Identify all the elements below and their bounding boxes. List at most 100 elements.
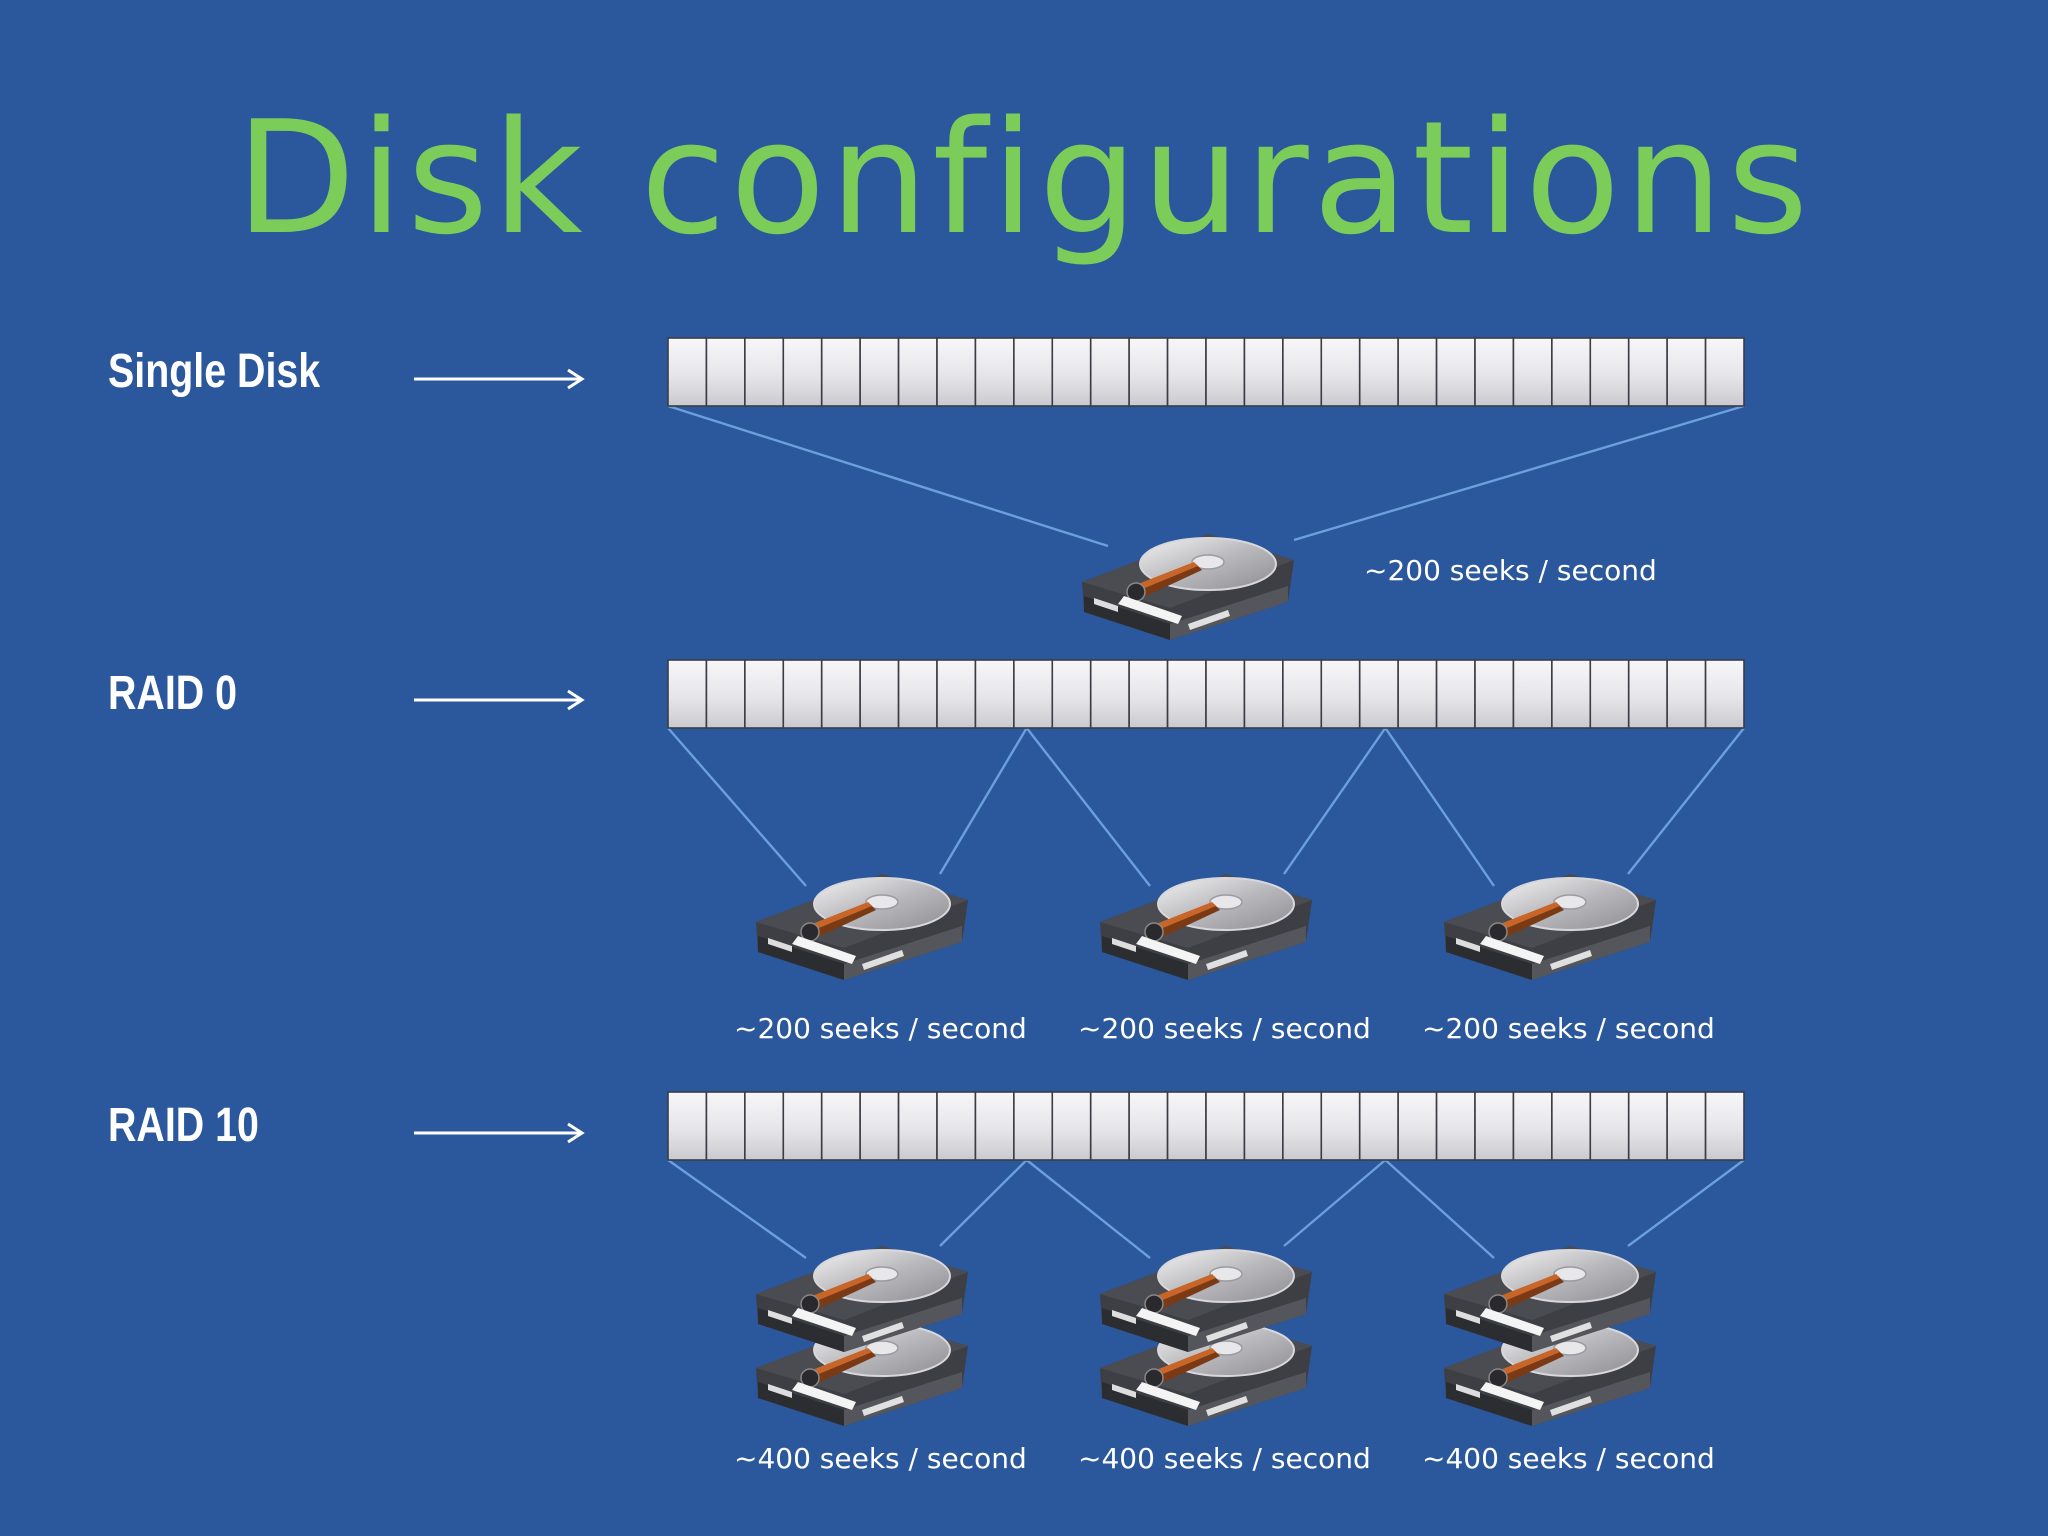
block-cell (1704, 1091, 1745, 1161)
hard-drive-icon (1081, 533, 1295, 641)
block-cell (820, 337, 861, 407)
drive-group-1-1 (1099, 873, 1313, 981)
block-cell (1474, 337, 1515, 407)
block-cell (897, 337, 938, 407)
block-cell (1474, 659, 1515, 729)
seek-label-raid10-pair-1: ~400 seeks / second (734, 1442, 1027, 1475)
connectors-2 (667, 1159, 1745, 1259)
block-cell (1512, 337, 1553, 407)
block-cell (1282, 337, 1323, 407)
block-cell (667, 659, 708, 729)
block-cell (1243, 659, 1284, 729)
block-cell (1666, 1091, 1707, 1161)
block-cell (897, 659, 938, 729)
block-cell (705, 659, 746, 729)
row-arrows (414, 368, 585, 1144)
block-cell (859, 659, 900, 729)
block-cell (1282, 659, 1323, 729)
row-label-single-disk: Single Disk (108, 345, 321, 398)
block-cell (1166, 1091, 1207, 1161)
slide-title: Disk configurations (235, 87, 1813, 269)
block-cell (1166, 659, 1207, 729)
block-cell (1320, 1091, 1361, 1161)
block-cell (1089, 1091, 1130, 1161)
hard-drive-icon (1099, 873, 1313, 981)
drive-group-2-1 (1099, 1245, 1313, 1427)
block-bars (667, 337, 1745, 1161)
block-cell (1512, 659, 1553, 729)
block-cell (1551, 337, 1592, 407)
block-cell (1704, 659, 1745, 729)
block-cell (820, 659, 861, 729)
block-cell (1205, 337, 1246, 407)
drive-group-1-2 (1443, 873, 1657, 981)
block-cell (1435, 1091, 1476, 1161)
block-cell (705, 337, 746, 407)
block-cell (1589, 1091, 1630, 1161)
block-cell (1282, 1091, 1323, 1161)
block-cell (782, 1091, 823, 1161)
block-cell (974, 337, 1015, 407)
block-cell (936, 337, 977, 407)
block-cell (820, 1091, 861, 1161)
block-cell (1205, 659, 1246, 729)
block-cell (1089, 337, 1130, 407)
row-label-raid-10: RAID 10 (108, 1099, 259, 1152)
block-cell (1243, 1091, 1284, 1161)
block-cell (1397, 337, 1438, 407)
drive-group-0-0 (1081, 533, 1295, 641)
block-cell (1166, 337, 1207, 407)
block-cell (936, 659, 977, 729)
block-cell (667, 337, 708, 407)
seek-label-raid0-disk-2: ~200 seeks / second (1078, 1012, 1371, 1045)
block-cell (1551, 1091, 1592, 1161)
connectors-0 (667, 404, 1745, 548)
block-cell (1589, 659, 1630, 729)
block-cell (1358, 1091, 1399, 1161)
connectors-1 (667, 727, 1745, 887)
block-cell (744, 337, 785, 407)
block-cell (1512, 1091, 1553, 1161)
block-cell (1358, 659, 1399, 729)
seek-label-raid10-pair-2: ~400 seeks / second (1078, 1442, 1371, 1475)
block-cell (1435, 337, 1476, 407)
block-cell (1205, 1091, 1246, 1161)
block-cell (1089, 659, 1130, 729)
block-cell (1627, 1091, 1668, 1161)
seek-label-raid0-disk-3: ~200 seeks / second (1422, 1012, 1715, 1045)
block-cell (1666, 337, 1707, 407)
hard-drive-icon (755, 873, 969, 981)
block-cell (897, 1091, 938, 1161)
block-cell (782, 659, 823, 729)
drive-group-2-0 (755, 1245, 969, 1427)
block-cell (1128, 1091, 1169, 1161)
block-cell (667, 1091, 708, 1161)
block-cell (1627, 337, 1668, 407)
block-cell (1320, 659, 1361, 729)
connector-lines (667, 404, 1745, 1259)
block-cell (1051, 659, 1092, 729)
block-cell (1128, 337, 1169, 407)
block-cell (1397, 1091, 1438, 1161)
block-bar-1 (667, 659, 1745, 729)
block-cell (782, 337, 823, 407)
block-cell (1013, 1091, 1054, 1161)
block-cell (1435, 659, 1476, 729)
seek-label-raid0-disk-1: ~200 seeks / second (734, 1012, 1027, 1045)
arrow-1 (414, 689, 585, 711)
block-bar-0 (667, 337, 1745, 407)
block-cell (1397, 659, 1438, 729)
block-cell (859, 337, 900, 407)
block-cell (859, 1091, 900, 1161)
arrow-0 (414, 368, 585, 390)
block-cell (1704, 337, 1745, 407)
seek-label-raid10-pair-3: ~400 seeks / second (1422, 1442, 1715, 1475)
block-cell (744, 659, 785, 729)
hard-drive-icon (1443, 873, 1657, 981)
arrow-2 (414, 1122, 585, 1144)
block-cell (1243, 337, 1284, 407)
block-cell (1666, 659, 1707, 729)
block-bar-2 (667, 1091, 1745, 1161)
row-label-raid-0: RAID 0 (108, 667, 238, 720)
